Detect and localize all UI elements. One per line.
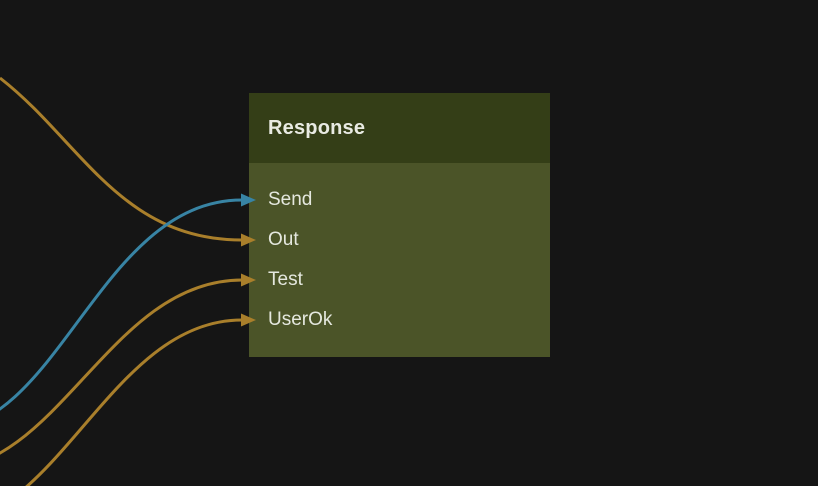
node-title: Response [268,116,366,139]
wire-to-test[interactable] [0,273,256,470]
port-label-userok: UserOk [268,309,333,330]
wire-to-userok[interactable] [0,313,256,486]
node-header[interactable]: Response [249,93,550,163]
port-row-test[interactable]: Test [249,260,550,300]
wire-to-out[interactable] [0,76,256,247]
node-response[interactable]: Response Send Out Test UserOk [249,93,550,357]
port-row-send[interactable]: Send [249,180,550,220]
port-row-userok[interactable]: UserOk [249,300,550,340]
port-label-out: Out [268,229,299,250]
wire-to-send[interactable] [0,193,256,430]
node-body: Send Out Test UserOk [249,163,550,340]
port-row-out[interactable]: Out [249,220,550,260]
port-label-send: Send [268,189,313,210]
port-label-test: Test [268,269,303,290]
